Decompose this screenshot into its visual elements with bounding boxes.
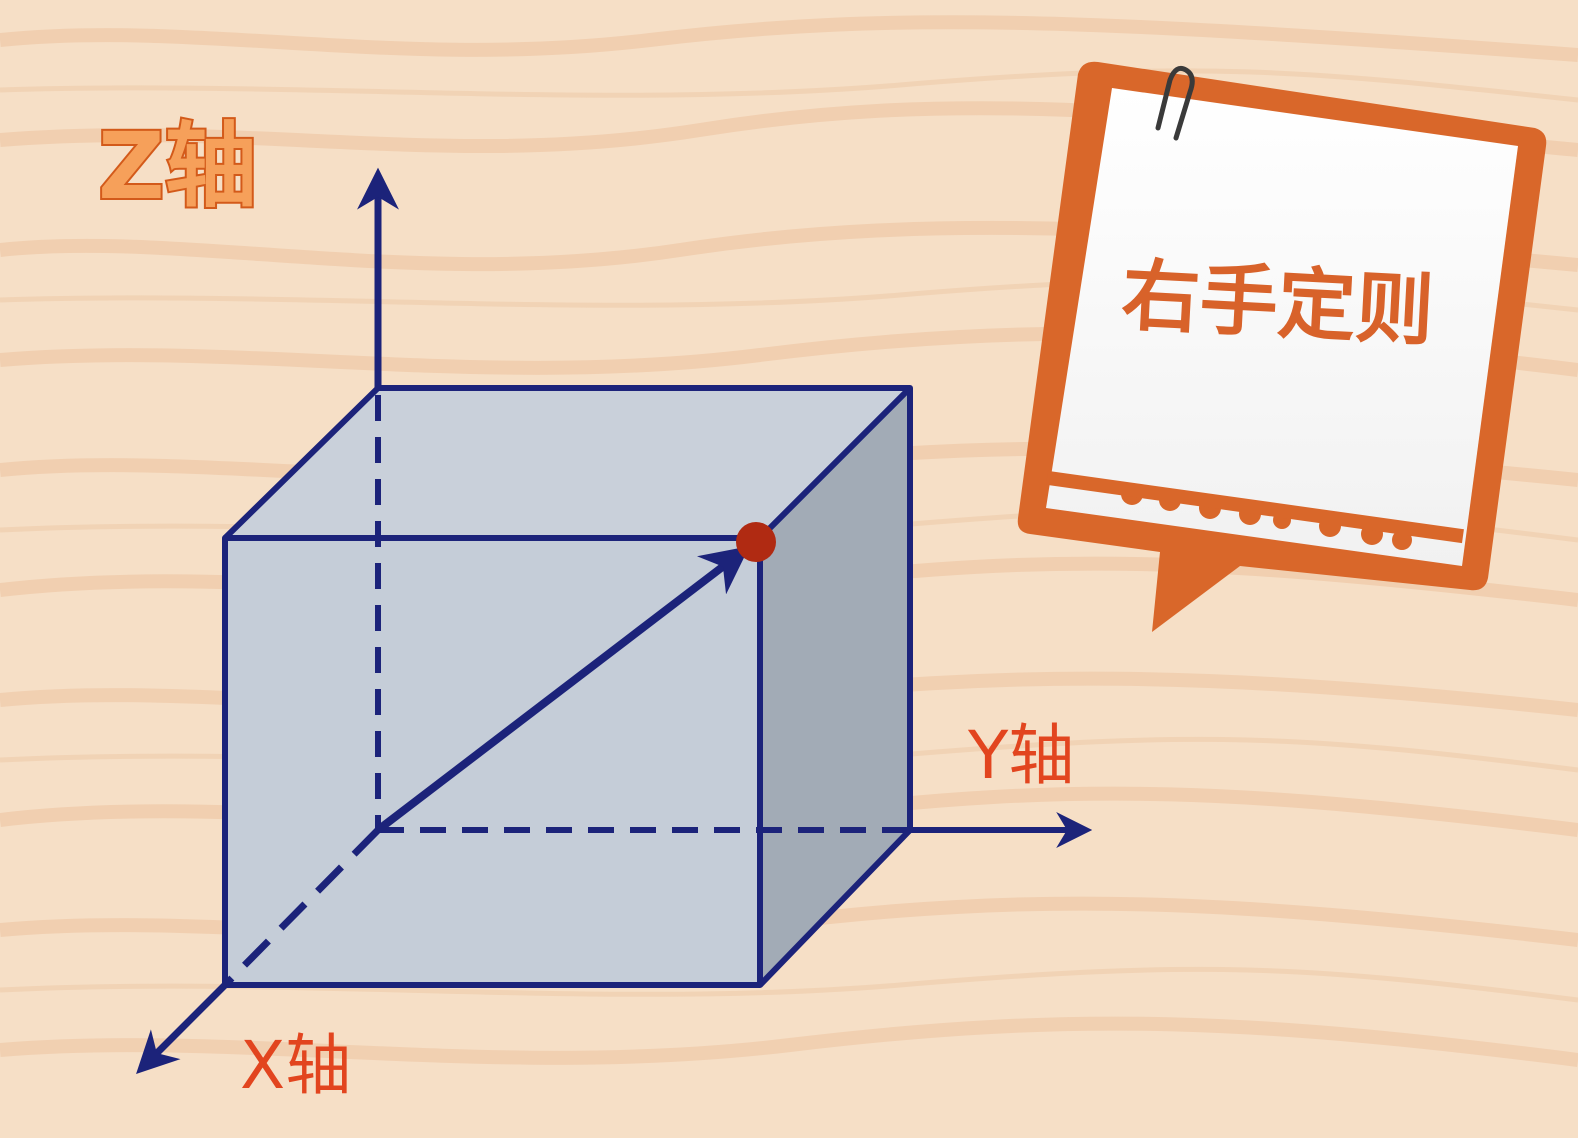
x-axis-label: X轴 xyxy=(240,1027,351,1104)
x-axis-line xyxy=(136,982,228,1074)
box-hidden-edges xyxy=(375,395,910,833)
box-top-face xyxy=(225,388,910,538)
box-front-face xyxy=(225,538,760,985)
note-card: 右手定则 xyxy=(1017,61,1547,632)
position-vector xyxy=(375,546,750,834)
z-axis-label: Z轴 xyxy=(98,113,257,220)
y-axis-label: Y轴 xyxy=(967,717,1074,794)
paperclip-icon xyxy=(1155,65,1195,141)
note-title: 右手定则 xyxy=(1120,251,1436,357)
box-side-face xyxy=(760,388,910,985)
x-axis-dashed xyxy=(222,827,381,988)
note-torn-edge xyxy=(1046,470,1464,550)
corner-point xyxy=(736,522,776,562)
note-paper xyxy=(1046,88,1518,566)
